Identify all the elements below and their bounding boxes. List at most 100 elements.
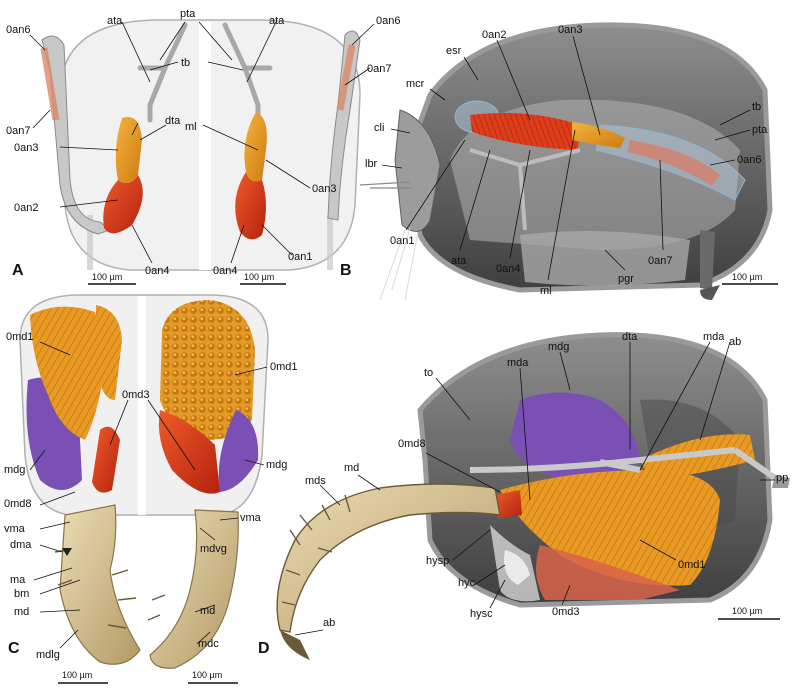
panel-a-label-0an1: 0an1 xyxy=(288,251,312,263)
panel-c-label-md-right: md xyxy=(200,605,215,617)
panel-a-label-0an7-left: 0an7 xyxy=(6,125,30,137)
panel-c-label-vma-left: vma xyxy=(4,523,26,535)
panel-b-label-0an2: 0an2 xyxy=(482,29,506,41)
panel-c-label-mdvg: mdvg xyxy=(200,543,227,555)
panel-a-label-pta: pta xyxy=(180,8,196,20)
panel-b-label-pgr: pgr xyxy=(618,273,634,285)
panel-b-muscle-0an6 xyxy=(628,140,720,186)
panel-a-muscle-0an3-right xyxy=(244,112,267,182)
panel-a-label-ata-left: ata xyxy=(107,15,123,27)
panel-d-label-hyc: hyc xyxy=(458,577,476,589)
panel-c-label-0md3: 0md3 xyxy=(122,389,150,401)
panel-d-scale-bar: 100 µm xyxy=(732,606,762,616)
panel-a-label-0an7-right: 0an7 xyxy=(367,63,391,75)
panel-d-label-ab: ab xyxy=(323,617,335,629)
panel-c-scale-bar: 100 µm xyxy=(62,670,92,680)
panel-d-label-hysc: hysc xyxy=(470,608,493,620)
panel-a-muscle-0an2-right xyxy=(235,172,266,240)
panel-b-label-0an3: 0an3 xyxy=(558,24,582,36)
panel-d-label-mda-top: mda xyxy=(703,331,725,343)
panel-c-muscle-0md1-right xyxy=(160,300,255,440)
panel-a-label-ata-right: ata xyxy=(269,15,285,27)
panel-c-muscle-0md3-right xyxy=(158,410,220,494)
panel-d-muscle-upper xyxy=(640,434,755,480)
panel-a: pta ata ata tb 0an6 0an6 dta 0an7 0an7 m… xyxy=(6,8,400,285)
panel-c-label-dma: dma xyxy=(10,539,32,551)
panel-a-label-0an3-right: 0an3 xyxy=(312,183,336,195)
panel-c-label-md-left: md xyxy=(14,606,29,618)
panel-d-letter: D xyxy=(258,640,270,657)
panel-b-label-esr: esr xyxy=(446,45,462,57)
panel-b-label-mcr: mcr xyxy=(406,78,425,90)
panel-d-label-0md8: 0md8 xyxy=(398,438,426,450)
panel-b: 0an3 0an2 esr mcr cli lbr tb pta 0an6 0a… xyxy=(340,22,778,301)
panel-a-antenna-left xyxy=(41,35,112,235)
panel-b-label-tb: tb xyxy=(752,101,761,113)
panel-a-label-0an4-right: 0an4 xyxy=(213,265,237,277)
panel-a-scale-bar: 100 µm xyxy=(92,272,122,282)
panel-c-label-mdg-right: mdg xyxy=(266,459,287,471)
panel-c-label-bm: bm xyxy=(14,588,29,600)
panel-d-gland-mdg xyxy=(510,392,640,479)
panel-b-label-0an1: 0an1 xyxy=(390,235,414,247)
panel-b-muscle-0an3 xyxy=(572,122,625,148)
panel-a-label-0an3-left: 0an3 xyxy=(14,142,38,154)
panel-c-muscle-0md1-left xyxy=(30,306,105,440)
panel-b-scale-bar: 100 µm xyxy=(732,272,762,282)
panel-d-label-hysp: hysp xyxy=(426,555,449,567)
panel-a-label-0an6-right: 0an6 xyxy=(376,15,400,27)
panel-d-label-md: md xyxy=(344,462,359,474)
panel-d-label-to: to xyxy=(424,367,433,379)
panel-d-label-pp: pp xyxy=(776,472,788,484)
panel-d-muscle-0md1 xyxy=(500,470,720,586)
panel-b-label-cli: cli xyxy=(374,122,384,134)
panel-a-label-0an2: 0an2 xyxy=(14,202,38,214)
panel-a-letter: A xyxy=(12,262,24,279)
panel-c: 0md1 0md1 0md3 mdg mdg 0md8 vma vma dma … xyxy=(4,294,298,684)
panel-c-label-0md1-left: 0md1 xyxy=(6,331,34,343)
panel-c-muscle-0md3-left xyxy=(92,426,120,493)
panel-b-letter: B xyxy=(340,262,352,279)
panel-d-label-0md1: 0md1 xyxy=(678,559,706,571)
panel-d-label-mds: mds xyxy=(305,475,326,487)
panel-b-label-ml: ml xyxy=(540,285,552,297)
panel-a-tentorium xyxy=(137,22,273,123)
panel-c-gland-mdg-right xyxy=(218,410,259,492)
panel-b-label-0an7: 0an7 xyxy=(648,255,672,267)
panel-a-label-ml: ml xyxy=(185,121,197,133)
panel-a-antenna-right xyxy=(327,30,361,221)
panel-d: dta mda ab mdg mda to 0md8 md mds pp hys… xyxy=(258,331,790,660)
panel-a-muscle-0an3-left xyxy=(115,116,142,184)
panel-a-muscle-0an2-left xyxy=(103,175,143,234)
panel-c-scale-bar-right: 100 µm xyxy=(192,670,222,680)
panel-d-label-0md3: 0md3 xyxy=(552,606,580,618)
panel-a-label-tb: tb xyxy=(181,57,190,69)
panel-c-label-ma: ma xyxy=(10,574,26,586)
panel-c-label-mdc: mdc xyxy=(198,638,219,650)
panel-b-label-0an4: 0an4 xyxy=(496,263,520,275)
panel-b-label-0an6: 0an6 xyxy=(737,154,761,166)
panel-b-label-lbr: lbr xyxy=(365,158,378,170)
panel-a-label-0an6-left: 0an6 xyxy=(6,24,30,36)
panel-a-scale-bar-right: 100 µm xyxy=(244,272,274,282)
panel-b-muscle-0an2 xyxy=(470,112,580,150)
panel-d-label-ab-top: ab xyxy=(729,336,741,348)
panel-c-mandible-left xyxy=(59,504,141,665)
panel-b-postgenal-ridge xyxy=(520,231,690,286)
panel-d-muscle-0md3 xyxy=(536,545,680,600)
panel-c-label-mdg-left: mdg xyxy=(4,464,25,476)
panel-a-label-0an4-left: 0an4 xyxy=(145,265,169,277)
panel-d-label-dta: dta xyxy=(622,331,638,343)
panel-c-mandible-right xyxy=(149,509,239,669)
panel-c-letter: C xyxy=(8,640,20,657)
panel-b-label-ata: ata xyxy=(451,255,467,267)
panel-a-label-dta: dta xyxy=(165,115,181,127)
panel-c-label-vma-right: vma xyxy=(240,512,262,524)
panel-d-label-mda: mda xyxy=(507,357,529,369)
panel-c-label-0md8: 0md8 xyxy=(4,498,32,510)
panel-b-label-pta: pta xyxy=(752,124,768,136)
panel-c-label-mdlg: mdlg xyxy=(36,649,60,661)
panel-d-label-mdg: mdg xyxy=(548,341,569,353)
